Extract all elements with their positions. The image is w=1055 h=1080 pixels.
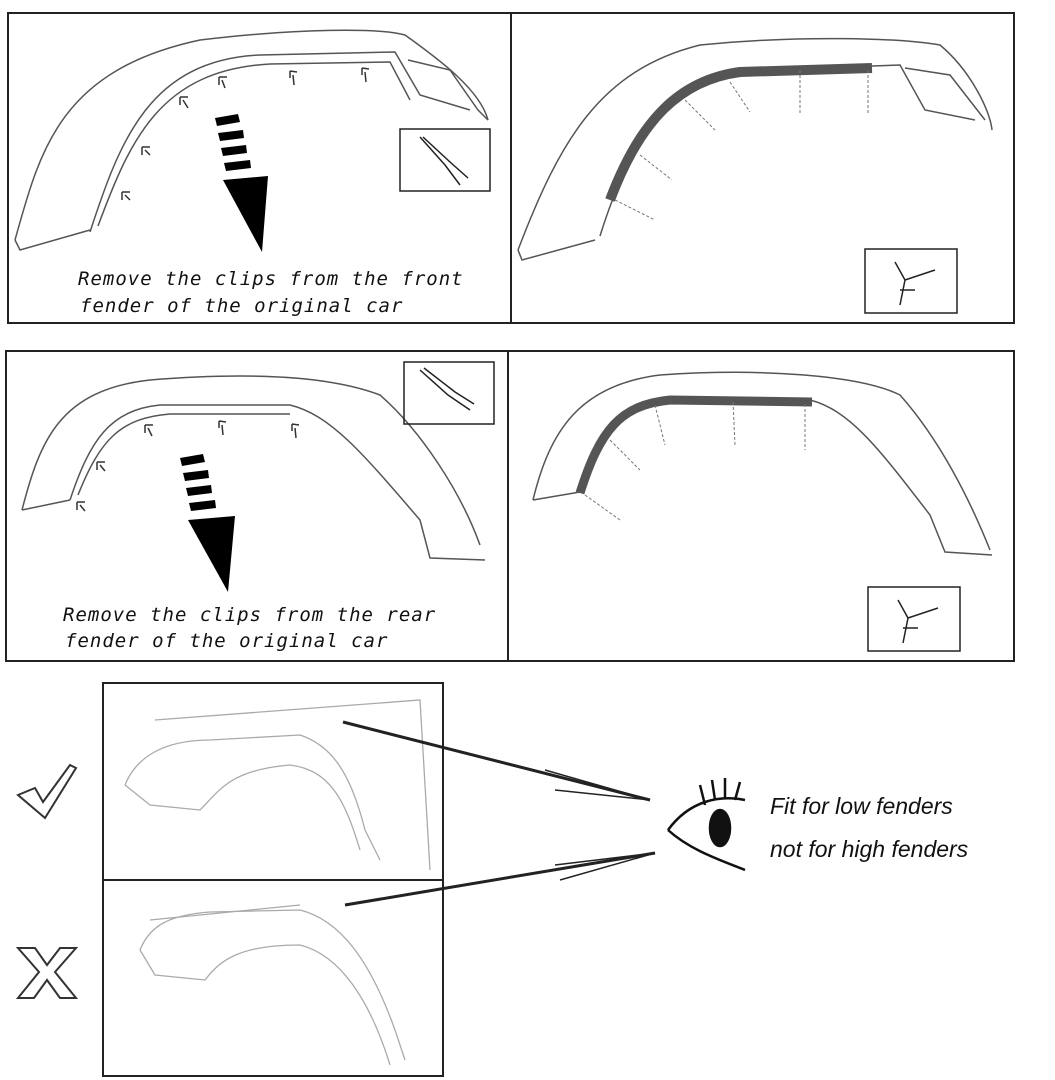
step2-caption-line1: Remove the clips from the rear xyxy=(63,604,437,626)
trim-strip xyxy=(605,63,873,202)
fitment-note-line2: not for high fenders xyxy=(770,836,969,862)
x-icon xyxy=(15,947,79,999)
eye-icon xyxy=(666,778,746,872)
step2-caption-line2: fender of the original car xyxy=(65,630,389,652)
high-fender-frame xyxy=(102,879,444,1077)
rear-fender-drawing xyxy=(21,375,486,561)
down-arrow-icon xyxy=(215,114,268,252)
down-arrow-icon xyxy=(180,454,235,592)
step2-frame xyxy=(5,350,1015,662)
pliers-icon xyxy=(403,361,495,425)
checkmark-icon xyxy=(16,763,78,820)
clip-tool-icon xyxy=(864,248,958,314)
clip-tool-icon xyxy=(867,586,961,652)
pliers-icon xyxy=(399,128,491,192)
step1-caption-line2: fender of the original car xyxy=(80,295,404,317)
sight-line-high xyxy=(344,851,656,907)
trim-strip xyxy=(575,395,813,495)
clip-arrows xyxy=(121,67,370,201)
front-fender-drawing xyxy=(14,29,489,251)
low-fender-frame xyxy=(102,682,444,881)
sight-line-low xyxy=(342,720,651,802)
step1-caption-line1: Remove the clips from the front xyxy=(78,268,464,290)
high-fender-sketch xyxy=(139,904,406,1066)
fitment-note-line1: Fit for low fenders xyxy=(770,793,953,819)
low-fender-sketch xyxy=(124,699,431,871)
